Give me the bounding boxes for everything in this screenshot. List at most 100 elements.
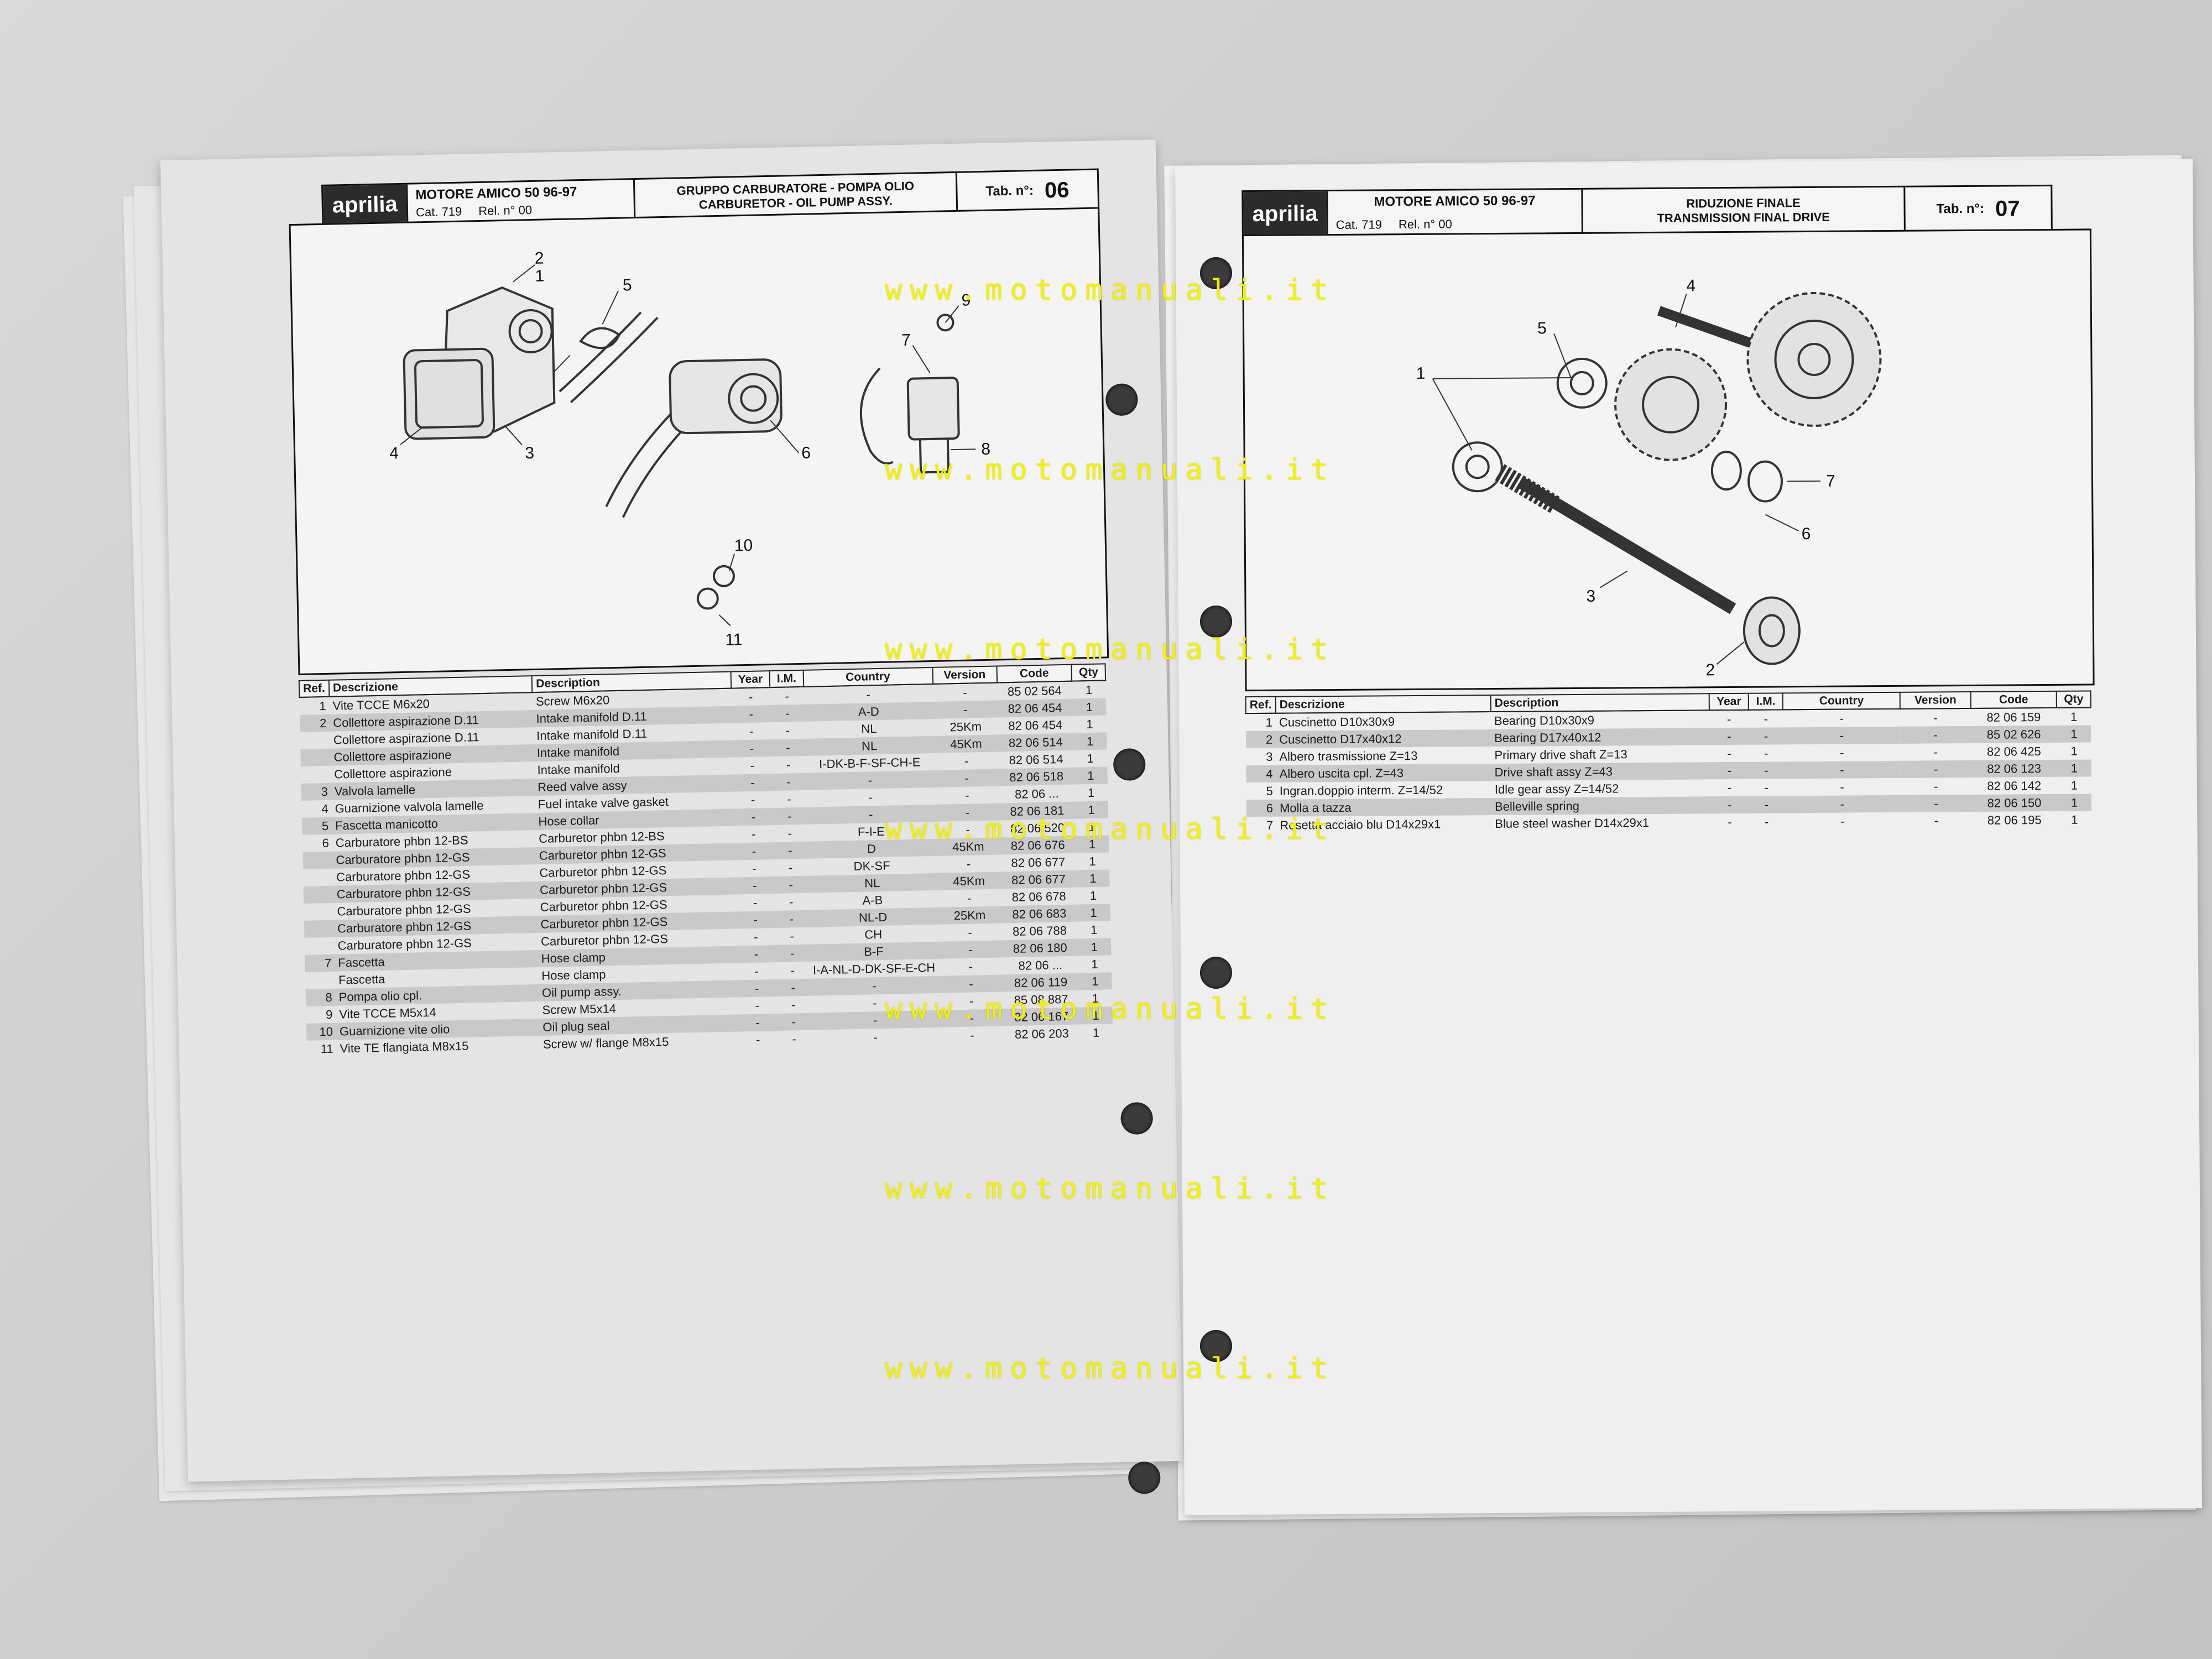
version-cell: - (934, 769, 999, 787)
version-cell: - (964, 754, 969, 768)
code-cell: 82 06 677 (1011, 854, 1066, 870)
watermark: www.motomanuali.it (885, 813, 1336, 846)
callout-1: 1 (1416, 364, 1426, 383)
descrizione-cell: Vite TE flangiata M8x15 (340, 1039, 469, 1056)
year-cell: - (754, 964, 759, 978)
col-ref: Ref. (299, 680, 330, 697)
qty-cell: 1 (1087, 785, 1095, 800)
qty-cell: 1 (1073, 732, 1107, 750)
ref-cell: 4 (1246, 765, 1276, 783)
qty-cell: 1 (2057, 794, 2092, 811)
binder-hole (1200, 257, 1232, 289)
binder-hole (1128, 1461, 1161, 1494)
rel-value: 00 (1438, 217, 1452, 231)
final-drive-exploded-diagram: 1 2 3 4 5 6 7 (1241, 228, 2095, 692)
im-cell: - (1764, 712, 1768, 726)
cat-value: 719 (441, 204, 462, 219)
col-year: Year (731, 671, 770, 688)
binder-hole (1113, 748, 1146, 781)
country-cell: - (1839, 745, 1844, 760)
callout-6: 6 (801, 444, 811, 462)
code-cell: 85 02 564 (1007, 683, 1062, 698)
qty-cell: 1 (2071, 812, 2078, 827)
rel-label: Rel. n° (478, 203, 515, 218)
ref-cell: 5 (1266, 784, 1273, 798)
code-cell: 82 06 454 (997, 698, 1073, 718)
im-cell: - (771, 738, 805, 757)
ref-cell: 7 (305, 954, 335, 972)
rel-label: Rel. n° (1398, 217, 1436, 232)
ref-cell (305, 972, 336, 989)
cat-label: Cat. (1335, 217, 1359, 232)
code-cell: 82 06 ... (1014, 786, 1059, 801)
qty-cell: 1 (2070, 709, 2078, 724)
country-cell: NL (861, 721, 877, 736)
im-cell: - (1764, 780, 1768, 795)
ref-cell: 11 (320, 1041, 333, 1056)
callout-1: 1 (535, 267, 544, 285)
code-cell: 82 06 683 (1001, 904, 1077, 924)
country-cell: I-DK-B-F-SF-CH-E (818, 754, 921, 771)
code-cell: 82 06 142 (1987, 778, 2042, 793)
qty-cell: 1 (1076, 869, 1110, 888)
version-cell: - (964, 788, 969, 802)
version-cell: - (968, 959, 973, 974)
im-cell: - (785, 688, 789, 703)
qty-cell: 1 (1078, 972, 1112, 990)
qty-cell: 1 (1089, 854, 1097, 868)
description-cell: Primary drive shaft Z=13 (1494, 747, 1627, 762)
code-cell: 82 06 150 (1971, 794, 2058, 812)
cat-label: Cat. (415, 205, 439, 220)
im-cell: - (773, 807, 807, 826)
cat-value: 719 (1361, 217, 1383, 232)
callout-10: 10 (734, 536, 753, 555)
im-cell: - (1764, 815, 1769, 829)
aprilia-logo: aprilia (323, 184, 407, 225)
code-cell: 82 06 425 (1986, 744, 2041, 759)
ref-cell: 6 (322, 836, 330, 850)
year-cell: - (734, 842, 774, 860)
ref-cell: 1 (319, 698, 326, 713)
im-cell: - (787, 791, 791, 806)
aprilia-logo: aprilia (1243, 191, 1327, 237)
descrizione-cell: Cuscinetto D10x30x9 (1279, 714, 1395, 729)
qty-cell: 1 (1090, 922, 1098, 937)
country-cell: A-D (804, 701, 934, 722)
year-cell: - (752, 861, 757, 875)
callout-2: 2 (535, 249, 544, 268)
version-cell: - (933, 700, 998, 719)
year-cell: - (755, 998, 760, 1013)
qty-cell: 1 (2057, 725, 2091, 743)
country-cell: CH (864, 927, 883, 942)
im-cell: - (776, 978, 810, 997)
year-cell: - (1728, 815, 1732, 829)
version-cell: - (1900, 726, 1971, 744)
rel-value: 00 (518, 202, 533, 217)
code-cell: 82 06 514 (1009, 752, 1063, 767)
col-code: Code (1970, 691, 2057, 708)
description-cell: Blue steel washer D14x29x1 (1495, 815, 1650, 831)
im-cell: - (774, 875, 808, 894)
exploded-view-drawing: 1 2 3 4 5 6 7 (1416, 276, 1882, 679)
col-descrizione: Descrizione (1275, 695, 1491, 713)
binder-hole (1120, 1102, 1154, 1135)
callout-5: 5 (623, 276, 632, 294)
country-cell: - (1839, 711, 1844, 726)
ref-cell: 3 (301, 782, 332, 801)
qty-cell: 1 (2070, 778, 2078, 792)
qty-cell: 1 (1087, 751, 1094, 765)
ref-cell (300, 732, 331, 749)
code-cell: 82 06 119 (1003, 973, 1079, 992)
callout-3: 3 (1586, 587, 1595, 606)
year-cell: - (748, 690, 753, 704)
version-cell: - (938, 940, 1003, 959)
country-cell: B-F (808, 941, 939, 962)
qty-cell: 1 (1073, 766, 1108, 785)
col-qty: Qty (2056, 691, 2091, 708)
binder-hole (1105, 383, 1139, 416)
model-name: MOTORE AMICO 50 96-97 (1374, 193, 1536, 210)
callout-4: 4 (389, 444, 399, 462)
version-cell: 45Km (936, 872, 1001, 890)
tab-label: Tab. n°: (1936, 201, 1985, 217)
title-english: TRANSMISSION FINAL DRIVE (1657, 210, 1830, 225)
